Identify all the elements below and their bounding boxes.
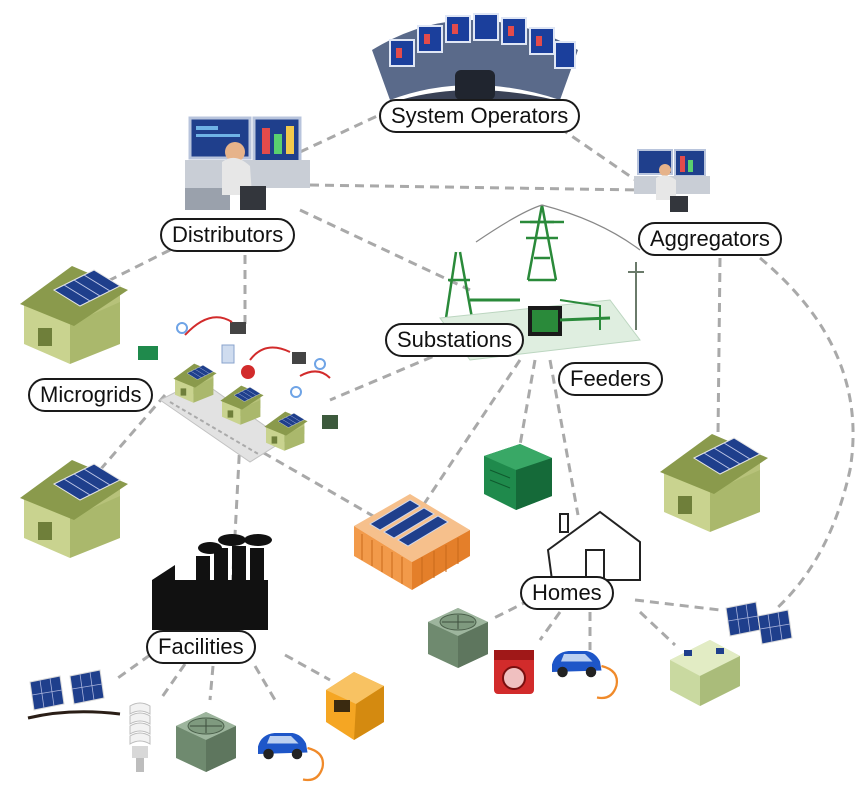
transmission-tower-icon bbox=[444, 204, 644, 330]
factory-icon bbox=[152, 534, 272, 630]
generator-icon bbox=[326, 672, 384, 740]
solar-panel-icon bbox=[27, 669, 121, 720]
home-outline-icon bbox=[546, 510, 641, 581]
homes-label: Homes bbox=[520, 576, 614, 610]
operator-workstation-icon bbox=[185, 116, 310, 210]
feeders-label: Feeders bbox=[558, 362, 663, 396]
electric-car-icon bbox=[550, 649, 619, 700]
aggregators-label: Aggregators bbox=[638, 222, 782, 256]
microgrids-label: Microgrids bbox=[28, 378, 154, 412]
house-solar-icon bbox=[659, 433, 769, 533]
house-solar-icon bbox=[19, 459, 129, 559]
aggregator-workstation-icon bbox=[634, 149, 710, 212]
cfl-bulb-icon bbox=[129, 702, 151, 772]
house-solar-icon bbox=[19, 265, 129, 365]
hvac-unit-icon bbox=[427, 607, 489, 669]
battery-icon bbox=[670, 640, 740, 706]
system-operators-label: System Operators bbox=[379, 99, 581, 133]
solar-panel-icon bbox=[725, 601, 793, 645]
microgrid-network-icon bbox=[138, 316, 338, 463]
connector-lines bbox=[98, 108, 855, 701]
washing-machine-icon bbox=[494, 650, 534, 694]
facilities-label: Facilities bbox=[146, 630, 256, 664]
substations-label: Substations bbox=[385, 323, 524, 357]
commercial-building-solar-icon bbox=[354, 494, 470, 590]
electric-car-icon bbox=[256, 731, 325, 782]
distributors-label: Distributors bbox=[160, 218, 296, 252]
green-transformer-icon bbox=[484, 444, 552, 510]
hvac-unit-icon bbox=[175, 711, 237, 773]
